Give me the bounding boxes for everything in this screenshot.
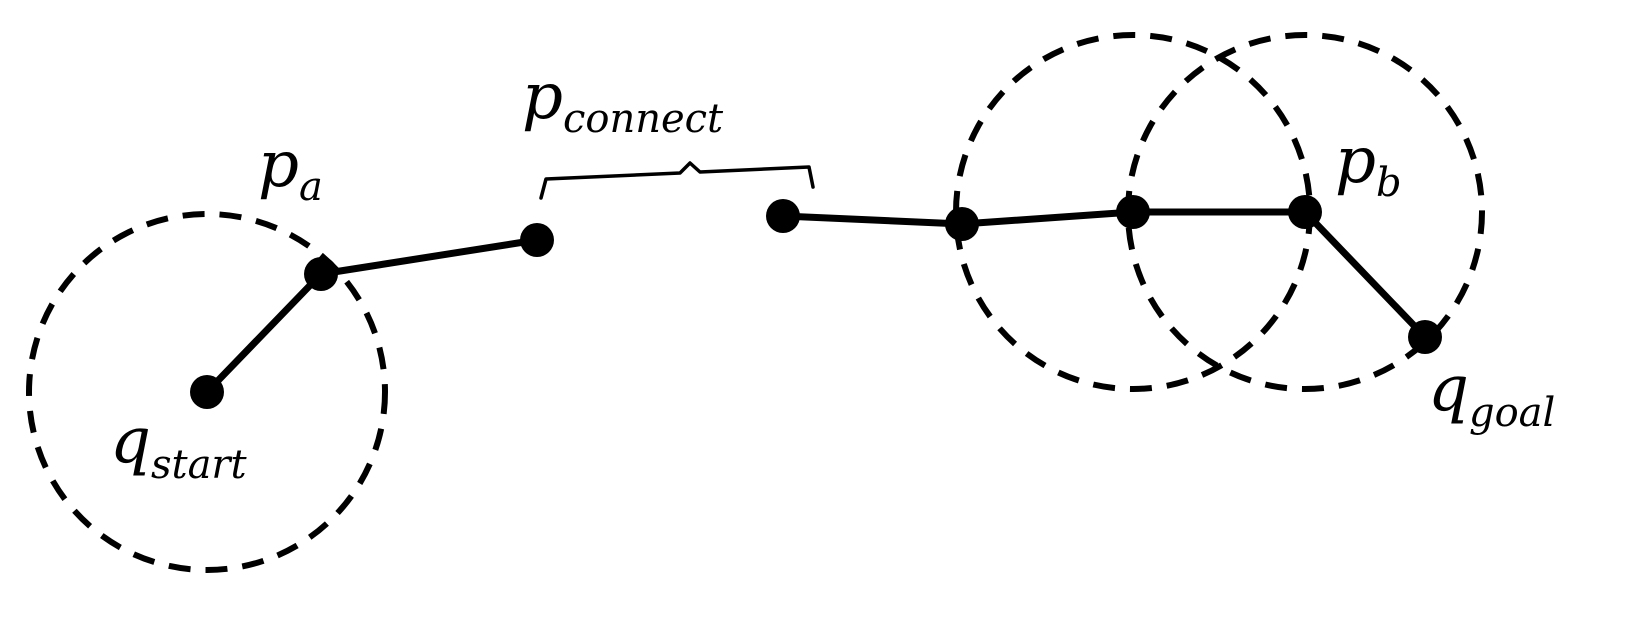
p-b-node (1288, 195, 1322, 229)
p-a-label: pa (258, 128, 323, 210)
p-connect-label-main: p (522, 60, 563, 134)
p-b-label: pb (1335, 124, 1402, 206)
connect-gap-brace (539, 161, 815, 200)
start-tree-path (203, 236, 541, 396)
goal-tree-node-2 (1116, 195, 1150, 229)
q-goal-label-main: q (1428, 352, 1469, 426)
p-connect-label: pconnect (522, 60, 724, 142)
p-b-label-main: p (1335, 124, 1376, 198)
q-start-label-sub: start (151, 442, 248, 488)
start-radius-circle (26, 211, 388, 573)
q-goal-label-sub: goal (1469, 390, 1555, 436)
q-goal-label: qgoal (1428, 352, 1555, 436)
q-start-label-main: q (110, 404, 151, 478)
start-tree-end-node (520, 223, 554, 257)
q-goal-node (1408, 320, 1442, 354)
p-a-label-main: p (258, 128, 299, 202)
p-b-label-sub: b (1376, 160, 1402, 206)
goal-tree-end-node (766, 199, 800, 233)
q-start-label: qstart (110, 404, 248, 488)
p-a-label-sub: a (299, 164, 323, 210)
p-a-node (304, 257, 338, 291)
goal-tree-path (779, 208, 1429, 341)
q-start-node (190, 375, 224, 409)
p-connect-label-sub: connect (563, 96, 724, 142)
goal-tree-node-1 (945, 207, 979, 241)
